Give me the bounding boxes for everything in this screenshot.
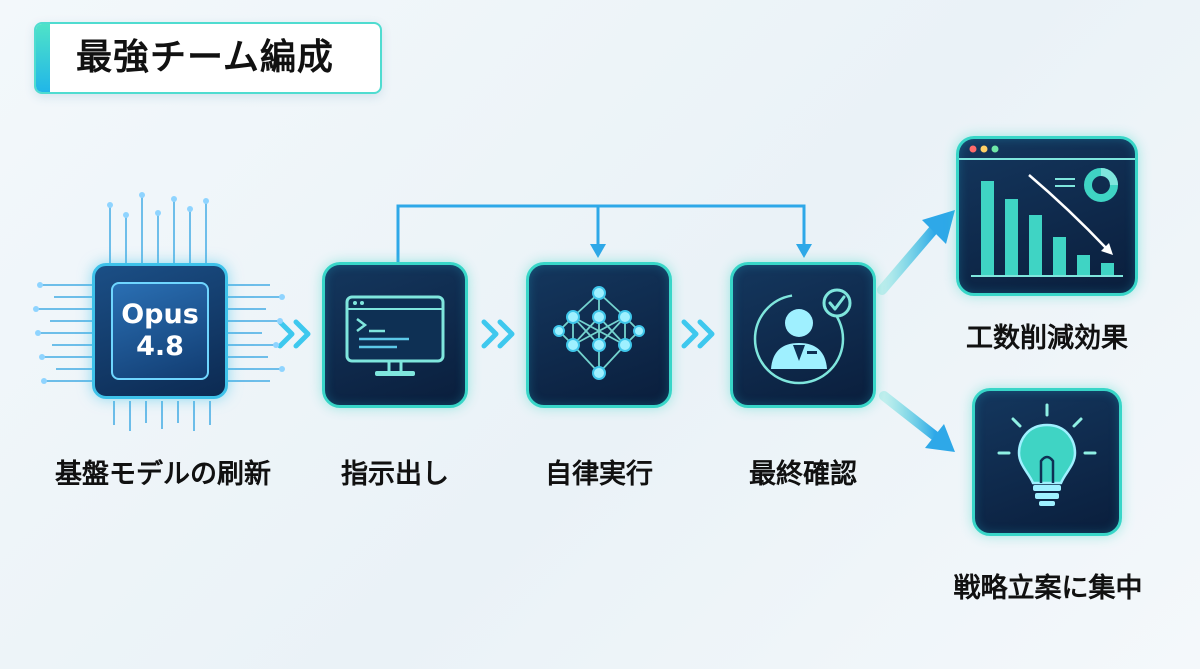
card-reduce — [956, 136, 1138, 296]
neural-network-icon — [553, 286, 645, 380]
label-confirm: 最終確認 — [749, 459, 857, 490]
loop-arrowhead-execute — [590, 244, 606, 258]
label-instruct: 指示出し — [341, 459, 449, 490]
loop-arrowhead-confirm — [796, 244, 812, 258]
card-strategy — [972, 388, 1122, 536]
label-execute: 自律実行 — [545, 459, 653, 490]
title-accent-bar — [36, 24, 50, 92]
chip-node: Opus 4.8 — [30, 185, 290, 435]
chip-model-name: Opus — [121, 299, 199, 330]
title-box: 最強チーム編成 — [34, 22, 382, 94]
label-reduce: 工数削減効果 — [966, 323, 1128, 354]
chip-body: Opus 4.8 — [92, 263, 228, 399]
chip-icon — [33, 192, 285, 431]
arrow-to-reduce — [877, 223, 940, 295]
page-title: 最強チーム編成 — [76, 37, 334, 78]
card-confirm — [730, 262, 876, 408]
chevron-instruct-to-execute — [481, 319, 515, 349]
declining-bar-chart-icon — [959, 145, 1135, 277]
arrow-to-reduce-head — [922, 210, 955, 244]
chevron-execute-to-confirm — [681, 319, 715, 349]
arrow-to-strategy-head — [925, 424, 955, 452]
chip-model-version: 4.8 — [136, 331, 184, 362]
person-check-icon — [753, 288, 852, 385]
lightbulb-icon — [997, 403, 1097, 506]
card-execute — [526, 262, 672, 408]
chevron-chip-to-instruct — [277, 319, 311, 349]
label-strategy: 戦略立案に集中 — [953, 573, 1143, 604]
chip-core: Opus 4.8 — [111, 282, 209, 380]
card-instruct — [322, 262, 468, 408]
arrow-to-strategy — [879, 391, 940, 441]
label-base-model: 基盤モデルの刷新 — [55, 459, 271, 490]
monitor-terminal-icon — [345, 295, 445, 376]
feedback-loop-line — [396, 204, 806, 262]
